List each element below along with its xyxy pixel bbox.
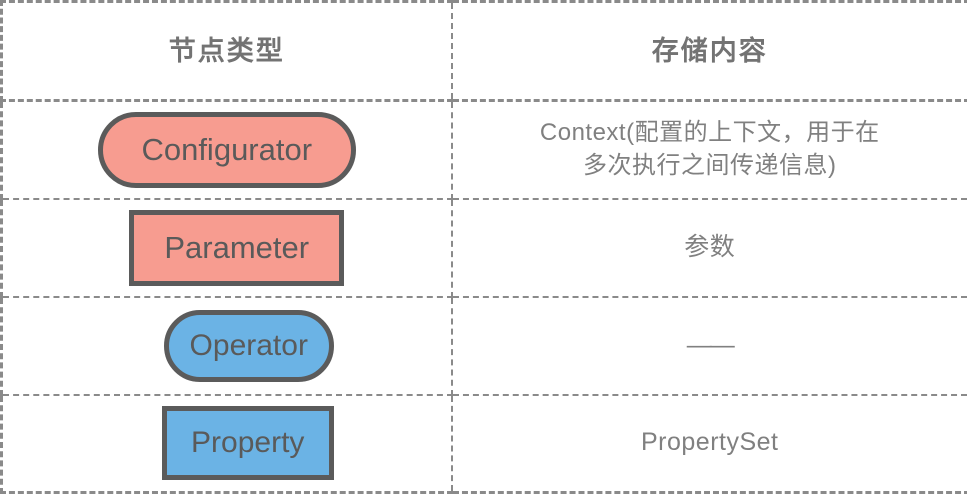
node-shape-label: Property <box>191 426 305 460</box>
em-dash-placeholder: —— <box>686 330 735 359</box>
content-line-1: PropertySet <box>640 428 779 457</box>
table-body: Configurator Context(配置的上下文，用于在 多次执行之间传递… <box>0 99 967 494</box>
table-header-row: 节点类型 存储内容 <box>0 0 967 102</box>
node-cell-operator: Operator <box>0 295 453 396</box>
content-line-2: 多次执行之间传递信息) <box>583 151 837 179</box>
table-row-configurator: Configurator Context(配置的上下文，用于在 多次执行之间传递… <box>0 99 967 200</box>
table-row-parameter: Parameter 参数 <box>0 197 967 298</box>
node-shape-label: Configurator <box>141 132 313 168</box>
content-cell-operator: —— <box>450 295 967 396</box>
content-cell-property: PropertySet <box>450 393 967 494</box>
content-text-property: PropertySet <box>453 426 967 460</box>
node-shape-label: Parameter <box>164 230 310 265</box>
node-cell-property: Property <box>0 393 453 494</box>
column-header-node-type: 节点类型 <box>0 0 453 102</box>
node-shape-operator: Operator <box>163 309 334 382</box>
table-header: 节点类型 存储内容 <box>0 0 967 102</box>
node-shape-configurator: Configurator <box>97 111 356 188</box>
content-text-parameter: 参数 <box>453 231 967 265</box>
content-text-operator: —— <box>453 329 967 363</box>
node-cell-parameter: Parameter <box>0 197 453 298</box>
content-line-1: Context(配置的上下文，用于在 <box>539 119 880 147</box>
content-line-1: 参数 <box>684 232 736 261</box>
content-cell-configurator: Context(配置的上下文，用于在 多次执行之间传递信息) <box>450 99 967 200</box>
node-shape-parameter: Parameter <box>129 209 345 286</box>
node-shape-property: Property <box>161 406 334 481</box>
node-shape-label: Operator <box>189 328 308 362</box>
table-row-operator: Operator —— <box>0 295 967 396</box>
content-cell-parameter: 参数 <box>450 197 967 298</box>
table-row-property: Property PropertySet <box>0 393 967 494</box>
content-text-configurator: Context(配置的上下文，用于在 多次执行之间传递信息) <box>453 117 967 182</box>
column-header-storage-content: 存储内容 <box>450 0 967 102</box>
node-cell-configurator: Configurator <box>0 99 453 200</box>
